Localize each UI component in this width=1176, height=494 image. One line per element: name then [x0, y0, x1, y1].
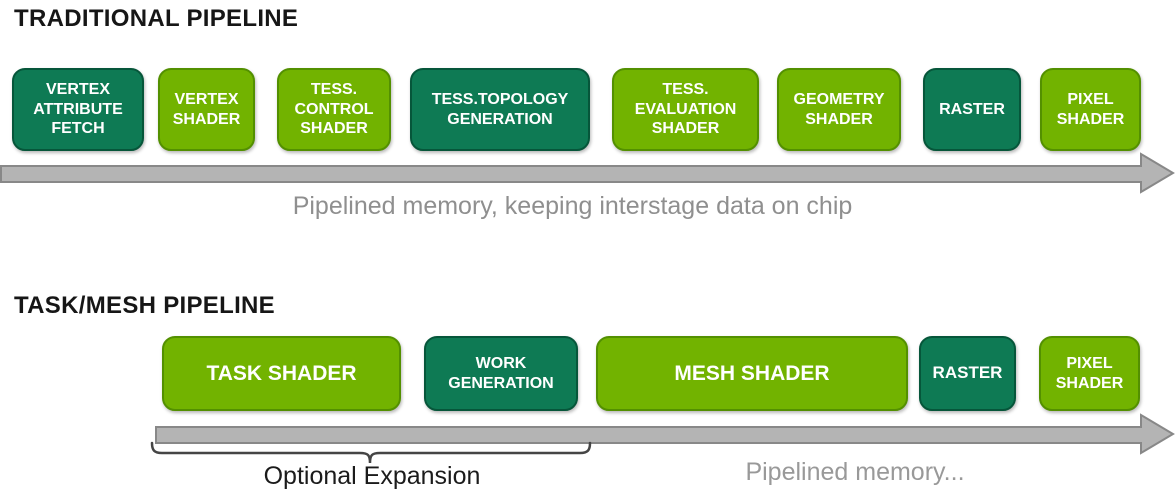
- stage-label: PIXEL SHADER: [1055, 354, 1124, 392]
- stage-label: TESS. EVALUATION SHADER: [634, 81, 737, 138]
- stage-label: GEOMETRY SHADER: [793, 90, 885, 128]
- taskmesh-pipeline-title: TASK/MESH PIPELINE: [14, 292, 275, 319]
- stage-vertex-attribute-fetch: VERTEX ATTRIBUTE FETCH: [12, 68, 144, 151]
- stage-tess-evaluation-shader: TESS. EVALUATION SHADER: [612, 68, 759, 151]
- optional-expansion-label: Optional Expansion: [263, 462, 481, 490]
- stage-tess-control-shader: TESS. CONTROL SHADER: [277, 68, 391, 151]
- stage-label: TASK SHADER: [206, 361, 357, 385]
- stage-mesh-shader: MESH SHADER: [596, 336, 908, 411]
- traditional-pipeline-caption: Pipelined memory, keeping interstage dat…: [292, 192, 853, 220]
- stage-tess-topology-generation: TESS.TOPOLOGY GENERATION: [410, 68, 590, 151]
- stage-label: RASTER: [932, 363, 1003, 383]
- stage-label: VERTEX SHADER: [172, 90, 241, 128]
- stage-label: VERTEX ATTRIBUTE FETCH: [33, 81, 123, 138]
- stage-label: PIXEL SHADER: [1056, 90, 1125, 128]
- taskmesh-stage-row: TASK SHADER WORK GENERATION MESH SHADER RAS…: [162, 336, 1140, 411]
- traditional-pipeline-arrow-icon: [0, 152, 1175, 194]
- stage-pixel-shader: PIXEL SHADER: [1040, 68, 1141, 151]
- stage-raster: RASTER: [919, 336, 1016, 411]
- stage-label: TESS. CONTROL SHADER: [294, 81, 374, 138]
- optional-expansion-bracket-icon: [150, 441, 592, 464]
- stage-task-shader: TASK SHADER: [162, 336, 401, 411]
- traditional-stage-row: VERTEX ATTRIBUTE FETCH VERTEX SHADER TESS.…: [12, 68, 1141, 151]
- stage-raster: RASTER: [923, 68, 1021, 151]
- stage-pixel-shader: PIXEL SHADER: [1039, 336, 1140, 411]
- taskmesh-pipeline-caption: Pipelined memory...: [745, 458, 965, 486]
- stage-work-generation: WORK GENERATION: [424, 336, 578, 411]
- stage-geometry-shader: GEOMETRY SHADER: [777, 68, 901, 151]
- stage-vertex-shader: VERTEX SHADER: [158, 68, 255, 151]
- stage-label: RASTER: [939, 100, 1005, 118]
- stage-label: WORK GENERATION: [448, 354, 554, 392]
- stage-label: MESH SHADER: [674, 361, 830, 385]
- traditional-pipeline-title: TRADITIONAL PIPELINE: [14, 5, 299, 32]
- stage-label: TESS.TOPOLOGY GENERATION: [431, 90, 569, 128]
- taskmesh-pipeline-arrow-icon: [155, 413, 1175, 455]
